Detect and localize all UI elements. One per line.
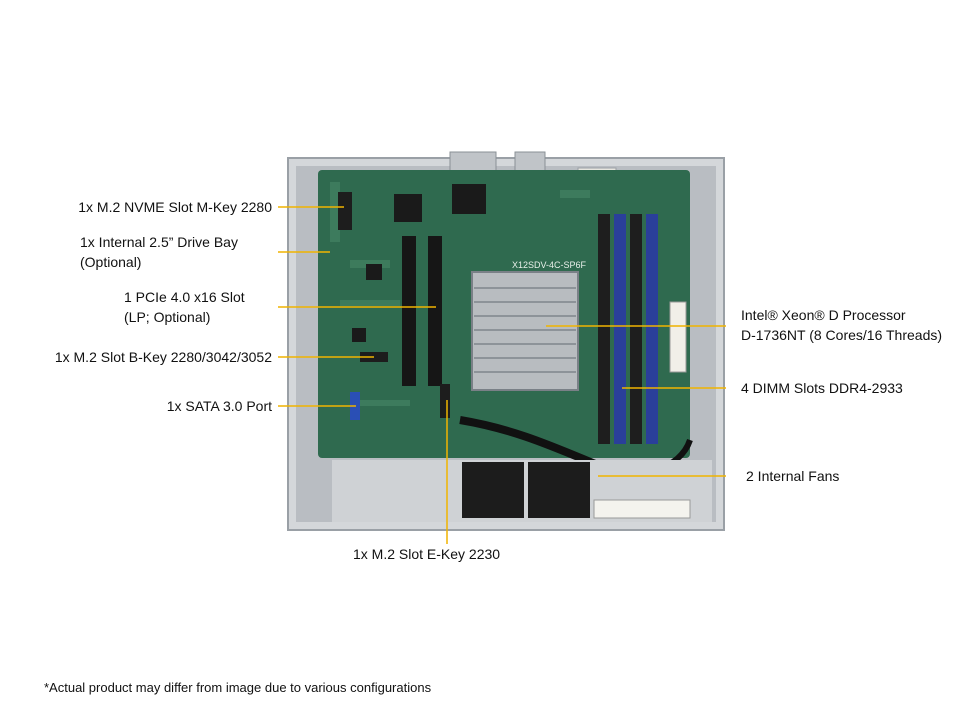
callout-processor-line2: D-1736NT (8 Cores/16 Threads) (741, 327, 943, 343)
pcb-trace (360, 400, 410, 406)
board-model-label: X12SDV-4C-SP6F (512, 260, 587, 270)
footnote: *Actual product may differ from image du… (44, 680, 432, 695)
callout-fans-text: 2 Internal Fans (746, 468, 840, 484)
warning-label (593, 499, 691, 519)
pcie-slot-right (428, 236, 442, 386)
callout-sata-text: 1x SATA 3.0 Port (166, 398, 272, 414)
callout-processor: Intel® Xeon® D Processor D-1736NT (8 Cor… (741, 305, 942, 345)
m2-m-key-slot (338, 192, 352, 230)
chip (452, 184, 486, 214)
callout-m2-ekey-text: 1x M.2 Slot E-Key 2230 (353, 546, 501, 562)
callout-m2-nvme-text: 1x M.2 NVME Slot M-Key 2280 (78, 199, 272, 215)
pcb-trace (330, 182, 340, 242)
dimm-slot (630, 214, 642, 444)
callout-m2-bkey-text: 1x M.2 Slot B-Key 2280/3042/3052 (54, 349, 272, 365)
pcb-trace (340, 300, 400, 306)
callout-dimm-text: 4 DIMM Slots DDR4-2933 (741, 380, 903, 396)
m2-e-key-slot (440, 384, 450, 418)
fan (528, 462, 590, 518)
callout-drive-bay: 1x Internal 2.5” Drive Bay (Optional) (80, 232, 238, 272)
power-connector (669, 301, 687, 373)
dimm-slot (614, 214, 626, 444)
fan (462, 462, 524, 518)
callout-pcie-line1: 1 PCIe 4.0 x16 Slot (124, 289, 245, 305)
callout-m2-bkey: 1x M.2 Slot B-Key 2280/3042/3052 (10, 347, 272, 367)
chip (352, 328, 366, 342)
callout-drive-bay-line1: 1x Internal 2.5” Drive Bay (80, 234, 238, 250)
callout-pcie: 1 PCIe 4.0 x16 Slot (LP; Optional) (124, 287, 245, 327)
dimm-slot (598, 214, 610, 444)
callout-processor-line1: Intel® Xeon® D Processor (741, 307, 906, 323)
callout-sata: 1x SATA 3.0 Port (60, 396, 272, 416)
callout-fans: 2 Internal Fans (746, 466, 839, 486)
chip (366, 264, 382, 280)
callout-pcie-line2: (LP; Optional) (124, 309, 211, 325)
callout-m2-ekey: 1x M.2 Slot E-Key 2230 (353, 544, 500, 564)
callout-dimm: 4 DIMM Slots DDR4-2933 (741, 378, 903, 398)
chip (394, 194, 422, 222)
callout-drive-bay-line2: (Optional) (80, 254, 142, 270)
dimm-slot (646, 214, 658, 444)
pcb-trace (560, 190, 590, 198)
callout-m2-nvme: 1x M.2 NVME Slot M-Key 2280 (30, 197, 272, 217)
pcie-slot-left (402, 236, 416, 386)
